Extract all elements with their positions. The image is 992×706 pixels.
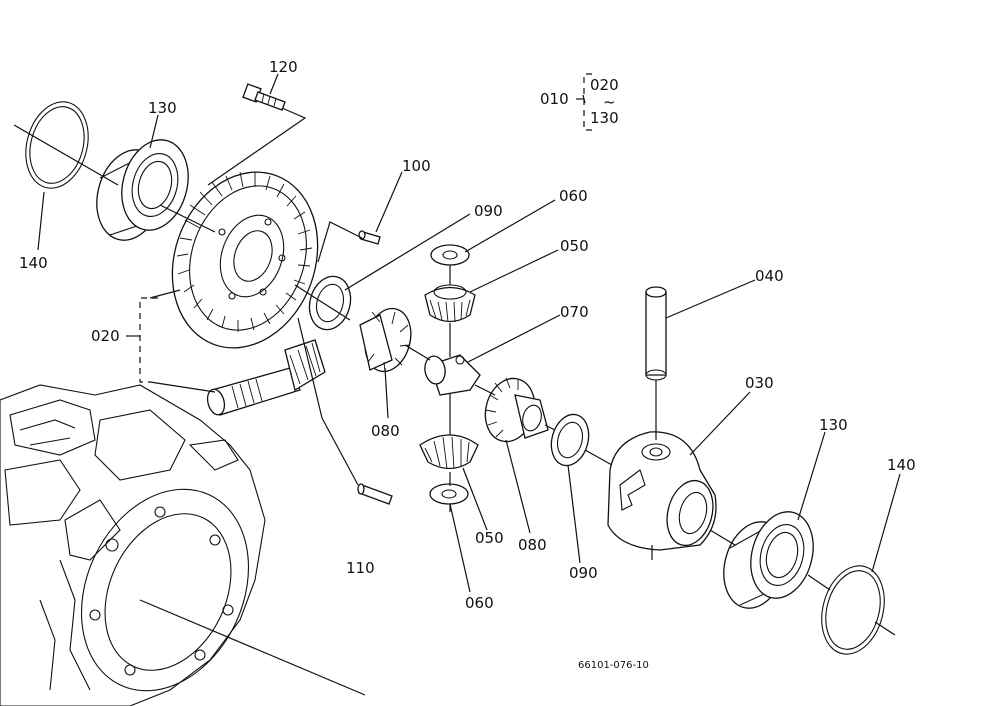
callout-120: 120 (269, 58, 298, 76)
pinion-washer-top (430, 244, 470, 266)
assembly-bracket (576, 73, 592, 131)
pin-long (357, 483, 393, 505)
callout-leaders (37, 73, 901, 593)
pinion-shaft (206, 339, 326, 416)
callout-020: 020 (91, 327, 120, 345)
differential-case (607, 431, 717, 560)
assembly-range-to: 130 (590, 109, 619, 127)
callout-labels: 120 130 140 100 090 060 050 020 070 040 … (19, 58, 916, 671)
ring-gear (171, 171, 319, 349)
callout-090-top: 090 (474, 202, 503, 220)
callout-060-bottom: 060 (465, 594, 494, 612)
drawing-code: 66101-076-10 (578, 660, 649, 671)
assembly-range-tilde: ~ (603, 93, 616, 111)
thrust-washer-top (308, 275, 352, 331)
callout-140-left: 140 (19, 254, 48, 272)
pinion-shaft-block (424, 354, 481, 396)
callout-090-bottom: 090 (569, 564, 598, 582)
bearing-left (96, 139, 189, 241)
assembly-range-from: 020 (590, 76, 619, 94)
callout-110: 110 (346, 559, 375, 577)
thrust-washer-bottom (550, 413, 590, 467)
callout-130-right: 130 (819, 416, 848, 434)
snap-ring-left (25, 101, 89, 189)
pinion-washer-bottom (429, 483, 469, 505)
callout-140-right: 140 (887, 456, 916, 474)
callout-130-top: 130 (148, 99, 177, 117)
callout-030: 030 (745, 374, 774, 392)
leader-lines (13, 107, 896, 636)
callout-080-right: 080 (518, 536, 547, 554)
callout-040: 040 (755, 267, 784, 285)
bearing-right (723, 511, 814, 609)
differential-shaft (645, 286, 667, 381)
side-gear-left (359, 307, 412, 373)
callout-050-top: 050 (560, 237, 589, 255)
callout-080-left: 080 (371, 422, 400, 440)
pinion-gear-top (424, 284, 476, 323)
side-gear-right (484, 377, 549, 443)
callout-070: 070 (560, 303, 589, 321)
callout-050-bottom: 050 (475, 529, 504, 547)
bolt (242, 83, 286, 111)
pinion-gear-bottom (419, 434, 479, 470)
snap-ring-right (821, 565, 885, 655)
assembly-id: 010 (540, 90, 569, 108)
transmission-case (0, 384, 366, 706)
callout-100: 100 (402, 157, 431, 175)
callout-060-top: 060 (559, 187, 588, 205)
